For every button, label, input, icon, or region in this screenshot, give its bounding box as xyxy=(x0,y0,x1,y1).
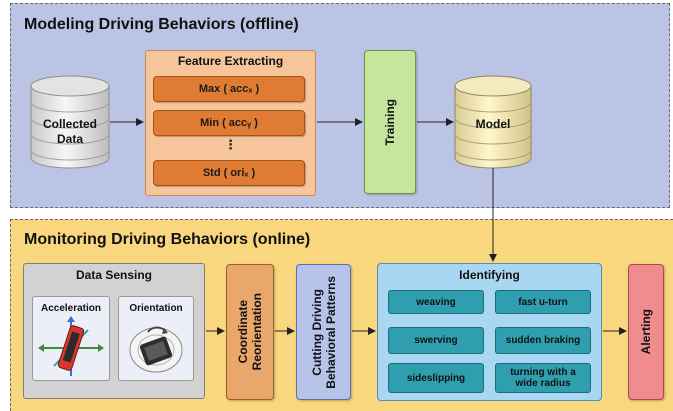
behavior-turning-wide-radius: turning with a wide radius xyxy=(495,363,591,393)
cutting-patterns-label: Cutting Driving Behavioral Patterns xyxy=(309,275,338,389)
feature-std-ori-x: Std ( oriₓ ) xyxy=(153,160,305,186)
data-sensing-title: Data Sensing xyxy=(75,268,153,282)
training-label: Training xyxy=(383,98,397,146)
model-cylinder xyxy=(454,75,532,169)
collected-data-cylinder xyxy=(30,75,110,169)
feature-extracting-title: Feature Extracting xyxy=(177,54,284,68)
online-section-title: Monitoring Driving Behaviors (online) xyxy=(24,231,311,248)
alerting-box: Alerting xyxy=(628,264,664,400)
acceleration-label: Acceleration xyxy=(40,303,102,314)
coordinate-reorientation-box: Coordinate Reorientation xyxy=(226,264,274,400)
collected-data-label: Collected Data xyxy=(42,117,97,146)
behavior-sudden-braking: sudden braking xyxy=(495,327,591,354)
feature-min-acc-y: Min ( accᵧ ) xyxy=(153,110,305,136)
identifying-title: Identifying xyxy=(459,268,520,282)
cutting-patterns-box: Cutting Driving Behavioral Patterns xyxy=(296,264,351,400)
offline-section-title: Modeling Driving Behaviors (offline) xyxy=(24,16,299,33)
offline-section-panel xyxy=(10,3,670,208)
model-label: Model xyxy=(475,117,511,131)
behavior-weaving: weaving xyxy=(388,290,484,314)
orientation-label: Orientation xyxy=(129,303,183,314)
behavior-sideslipping: sideslipping xyxy=(388,363,484,393)
phone-orientation-icon xyxy=(129,326,183,373)
feature-ellipsis: ⋮ xyxy=(224,137,237,152)
alerting-label: Alerting xyxy=(639,309,653,355)
training-box: Training xyxy=(364,50,416,194)
behavior-fast-u-turn: fast u-turn xyxy=(495,290,591,314)
coordinate-reorientation-label: Coordinate Reorientation xyxy=(236,293,264,371)
behavior-swerving: swerving xyxy=(388,327,484,354)
phone-acceleration-icon xyxy=(38,316,104,376)
feature-max-acc-x: Max ( accₓ ) xyxy=(153,76,305,102)
